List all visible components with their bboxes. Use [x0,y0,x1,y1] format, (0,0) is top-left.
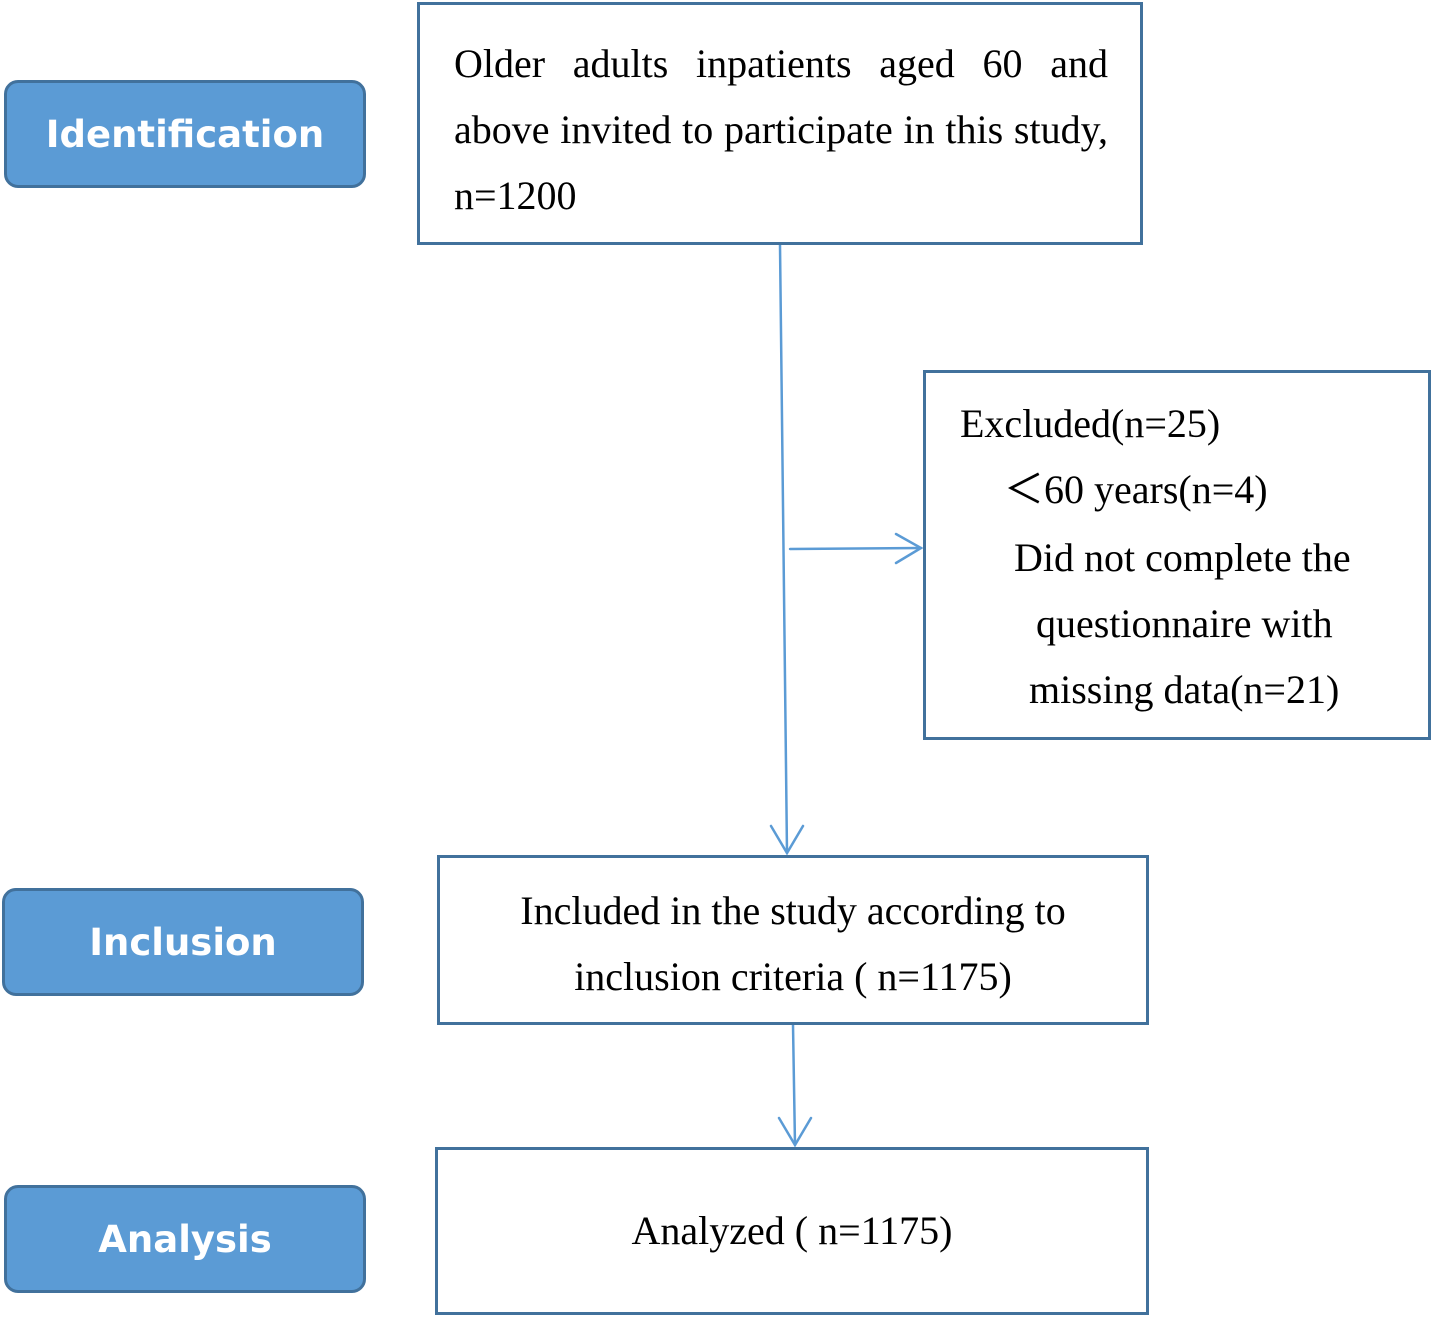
connector-exclusion [788,546,923,551]
stage-inclusion: Inclusion [2,888,364,996]
stage-identification-label: Identification [45,112,325,156]
stage-inclusion-label: Inclusion [89,920,277,964]
excluded-reason-missing-1: Did not complete the [1014,535,1351,580]
invited-text: Older adults inpatients aged 60 and abov… [454,41,1108,218]
box-included: Included in the study according to inclu… [437,855,1149,1025]
connector-analysis [791,1023,797,1147]
connector-main [778,243,789,855]
arrowhead-to-excluded [894,532,924,565]
excluded-reason-missing-3: missing data(n=21) [1029,667,1340,712]
excluded-reason-age: ＜60 years(n=4) [1004,467,1268,512]
excluded-reason-missing-2: questionnaire with [1036,601,1333,646]
analyzed-text: Analyzed ( n=1175) [631,1208,953,1253]
arrowhead-to-included [769,824,805,856]
box-excluded: Excluded(n=25) ＜60 years(n=4) Did not co… [923,370,1431,740]
stage-identification: Identification [4,80,366,188]
box-analyzed: Analyzed ( n=1175) [435,1147,1149,1315]
box-invited: Older adults inpatients aged 60 and abov… [417,2,1143,245]
included-line-2: inclusion criteria ( n=1175) [574,954,1012,999]
stage-analysis-label: Analysis [98,1217,272,1261]
stage-analysis: Analysis [4,1185,366,1293]
excluded-title: Excluded(n=25) [960,401,1221,446]
arrowhead-to-analyzed [777,1116,813,1148]
included-line-1: Included in the study according to [520,888,1066,933]
